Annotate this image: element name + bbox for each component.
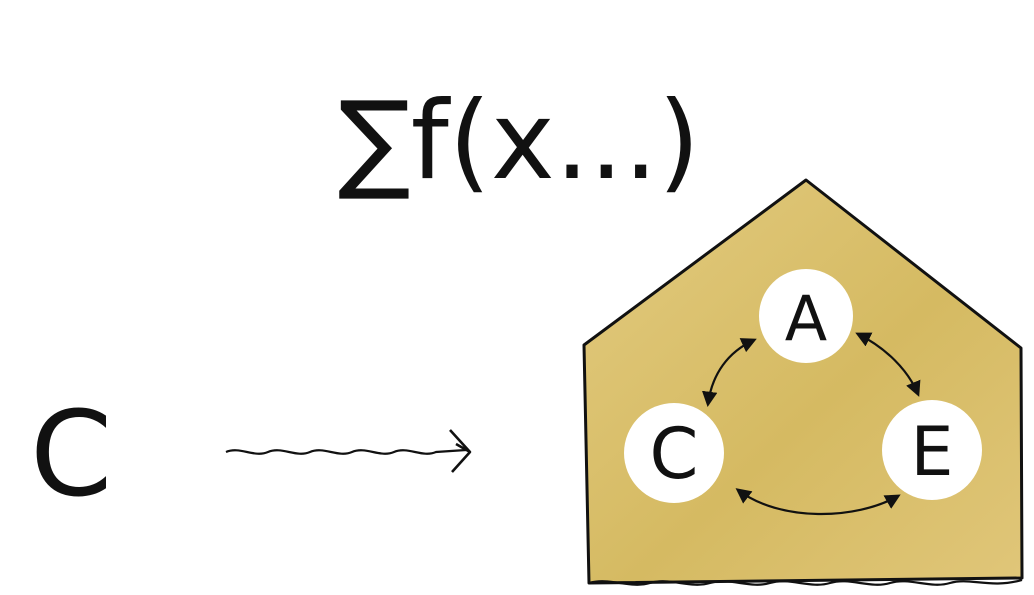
node-c: C: [624, 403, 724, 503]
formula: ∑f(x...): [338, 79, 700, 204]
input-node: C: [30, 385, 112, 523]
node-a-label: A: [785, 282, 827, 355]
node-c-label: C: [650, 413, 699, 495]
input-arrow-line: [226, 450, 466, 454]
node-e: E: [882, 400, 982, 500]
input-arrow: [226, 430, 470, 472]
node-a: A: [759, 269, 853, 363]
house-body: [584, 180, 1022, 583]
input-label: C: [30, 385, 112, 523]
house: [584, 180, 1022, 585]
node-e-label: E: [911, 413, 954, 492]
formula-text: ∑f(x...): [338, 79, 700, 204]
